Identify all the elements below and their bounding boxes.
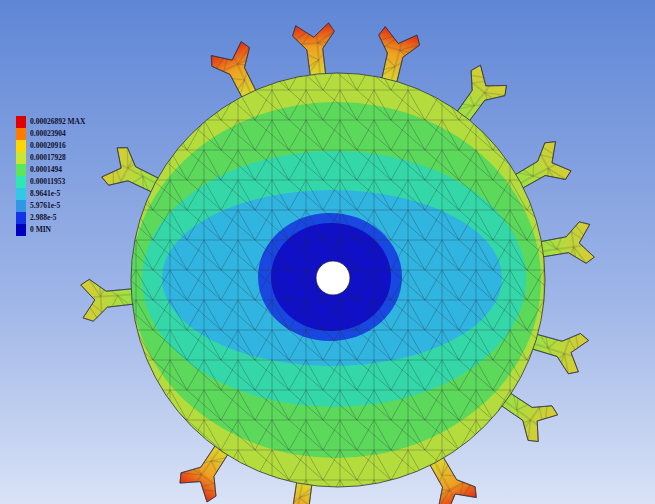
- legend-value: 2.988e-5: [30, 212, 56, 224]
- legend-swatch: [16, 224, 26, 236]
- legend-value: 0.00023904: [30, 128, 66, 140]
- legend-value: 0.00020916: [30, 140, 66, 152]
- legend-swatch: [16, 176, 26, 188]
- legend-row: 5.9761e-5: [16, 200, 85, 212]
- legend-swatch: [16, 188, 26, 200]
- legend-value: 8.9641e-5: [30, 188, 60, 200]
- legend-row: 0 MIN: [16, 224, 85, 236]
- disc: [120, 60, 560, 500]
- legend-row: 0.00026892 MAX: [16, 116, 85, 128]
- legend-value: 0.0001494: [30, 164, 62, 176]
- legend-swatch: [16, 140, 26, 152]
- legend-value: 0.00026892 MAX: [30, 116, 85, 128]
- legend-value: 0.00011953: [30, 176, 65, 188]
- legend-row: 2.988e-5: [16, 212, 85, 224]
- legend-swatch: [16, 200, 26, 212]
- legend-swatch: [16, 164, 26, 176]
- legend-swatch: [16, 116, 26, 128]
- legend-swatch: [16, 152, 26, 164]
- legend-row: 0.00020916: [16, 140, 85, 152]
- legend-swatch: [16, 212, 26, 224]
- legend-row: 0.00011953: [16, 176, 85, 188]
- legend-row: 0.00017928: [16, 152, 85, 164]
- legend-value: 0.00017928: [30, 152, 66, 164]
- legend-row: 8.9641e-5: [16, 188, 85, 200]
- legend-row: 0.0001494: [16, 164, 85, 176]
- legend-row: 0.00023904: [16, 128, 85, 140]
- legend-swatch: [16, 128, 26, 140]
- legend-value: 0 MIN: [30, 224, 51, 236]
- blades-back: [80, 22, 595, 504]
- contour-legend: 0.00026892 MAX0.000239040.000209160.0001…: [16, 116, 85, 236]
- legend-value: 5.9761e-5: [30, 200, 60, 212]
